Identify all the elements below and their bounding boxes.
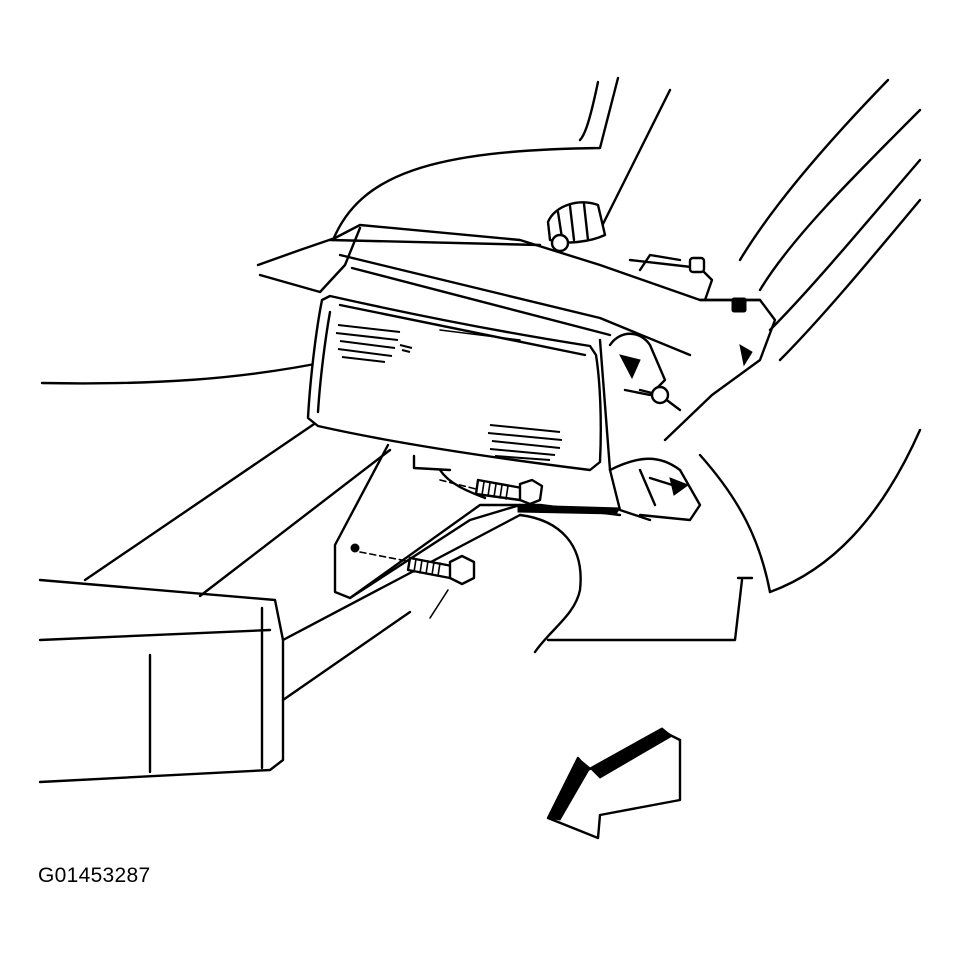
figure-id-label: G01453287 xyxy=(38,864,151,887)
fender-body-outline xyxy=(40,76,922,594)
bumper-fascia xyxy=(38,418,522,784)
lens-marking-upper xyxy=(335,324,413,363)
lower-mount-bracket xyxy=(333,443,622,600)
rear-mount-bracket xyxy=(608,253,762,412)
bulb-socket xyxy=(546,201,607,253)
bolt-upper xyxy=(439,478,544,506)
bolt-lower xyxy=(359,551,476,619)
headlamp-assembly xyxy=(256,201,777,522)
lens-marking-lower xyxy=(487,424,563,461)
wheel-opening xyxy=(518,513,754,654)
front-direction-arrow-icon xyxy=(546,727,682,840)
